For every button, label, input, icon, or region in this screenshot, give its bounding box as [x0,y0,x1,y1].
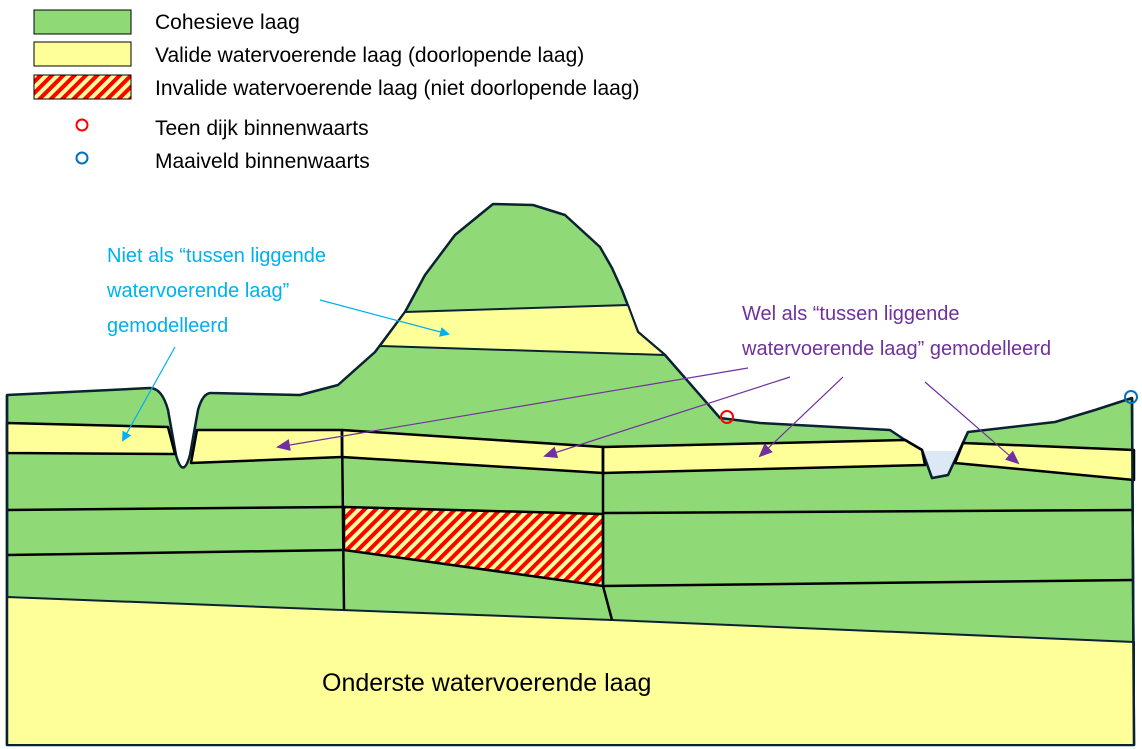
arrow-icon [122,346,176,442]
legend-swatch-valid-aquifer [33,41,132,67]
legend-label: Maaiveld binnenwaarts [155,150,370,173]
annotation-text: gemodelleerd [107,315,228,337]
annotation-text: watervoerende laag” [106,280,289,302]
arrow-icon [924,381,1020,465]
legend-swatch-invalid-aquifer [33,74,132,100]
arrow-icon [319,299,450,337]
layer-boundaries [6,429,1135,621]
legend-label: Invalide watervoerende laag (niet doorlo… [155,77,640,100]
aquifer-left-a [5,421,177,456]
ditch-water [923,451,960,477]
legend-label: Teen dijk binnenwaarts [155,117,369,140]
legend-swatch-cohesive [33,9,132,35]
annotation-modelled: Wel als “tussen liggende watervoerende l… [276,303,1051,465]
annotation-text: watervoerende laag” gemodelleerd [741,338,1051,360]
profile-outline [5,395,1136,746]
legend-label: Cohesieve laag [155,11,300,34]
aquifer-left-b [189,428,344,465]
aquifer-right-b [953,441,1136,482]
soil-profile [5,202,1136,747]
bottom-layer-label: Onderste watervoerende laag [322,669,651,697]
dike-toe-marker-icon [720,410,734,424]
dike-aquifer [379,304,666,356]
annotation-not-modelled: Niet als “tussen liggende watervoerende … [106,245,450,442]
legend: Cohesieve laag Valide watervoerende laag… [33,9,640,173]
legend-label: Valide watervoerende laag (doorlopende l… [155,44,584,67]
ground-level-marker-icon [1124,390,1138,404]
legend-red-circle-icon [75,118,89,132]
arrow-icon [276,367,749,451]
annotation-text: Niet als “tussen liggende [107,245,326,267]
annotation-text: Wel als “tussen liggende [742,303,960,325]
arrow-icon [758,376,844,458]
legend-blue-circle-icon [75,151,89,165]
arrow-icon [543,376,791,459]
